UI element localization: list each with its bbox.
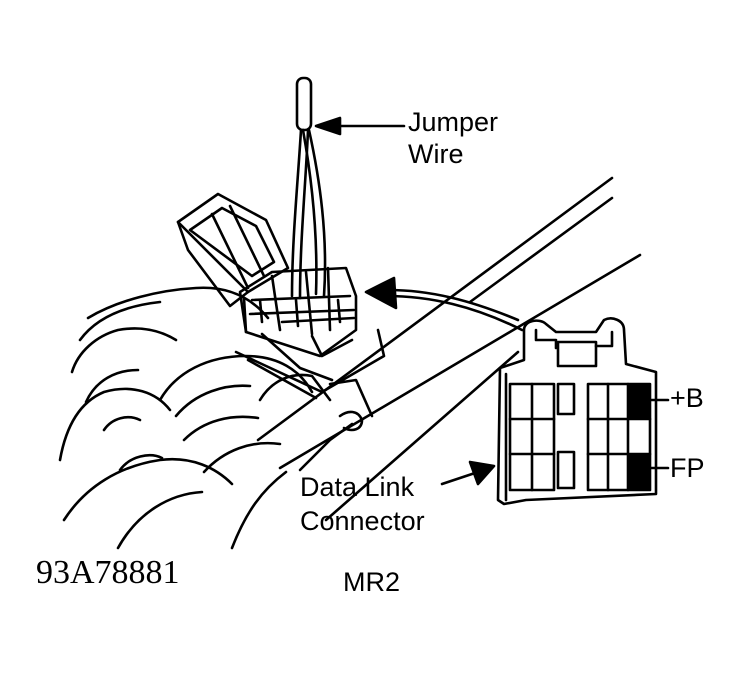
model-label: MR2: [343, 567, 401, 597]
jumper-label-line1: Jumper: [408, 107, 499, 137]
dlc-label-line2: Connector: [300, 506, 425, 536]
pin-fp-marker: [628, 454, 650, 490]
plus-b-label: +B: [670, 383, 704, 413]
connector-cover: [176, 192, 290, 308]
pin-plus-b-marker: [628, 384, 650, 420]
dlc-label-line1: Data Link: [300, 472, 415, 502]
dlc-arrow: [440, 460, 496, 486]
jumper-wire: [290, 76, 327, 300]
connector-bracket: [234, 328, 386, 400]
pin-leaders: [646, 398, 670, 470]
data-link-connector-installed: [238, 266, 358, 382]
jumper-label-line2: Wire: [408, 139, 464, 169]
detail-curved-arrow: [364, 276, 524, 332]
connector-pin-markers: [628, 384, 650, 490]
fp-label: FP: [670, 453, 705, 483]
jumper-arrow: [314, 116, 406, 136]
figure-id: 93A78881: [36, 554, 180, 591]
